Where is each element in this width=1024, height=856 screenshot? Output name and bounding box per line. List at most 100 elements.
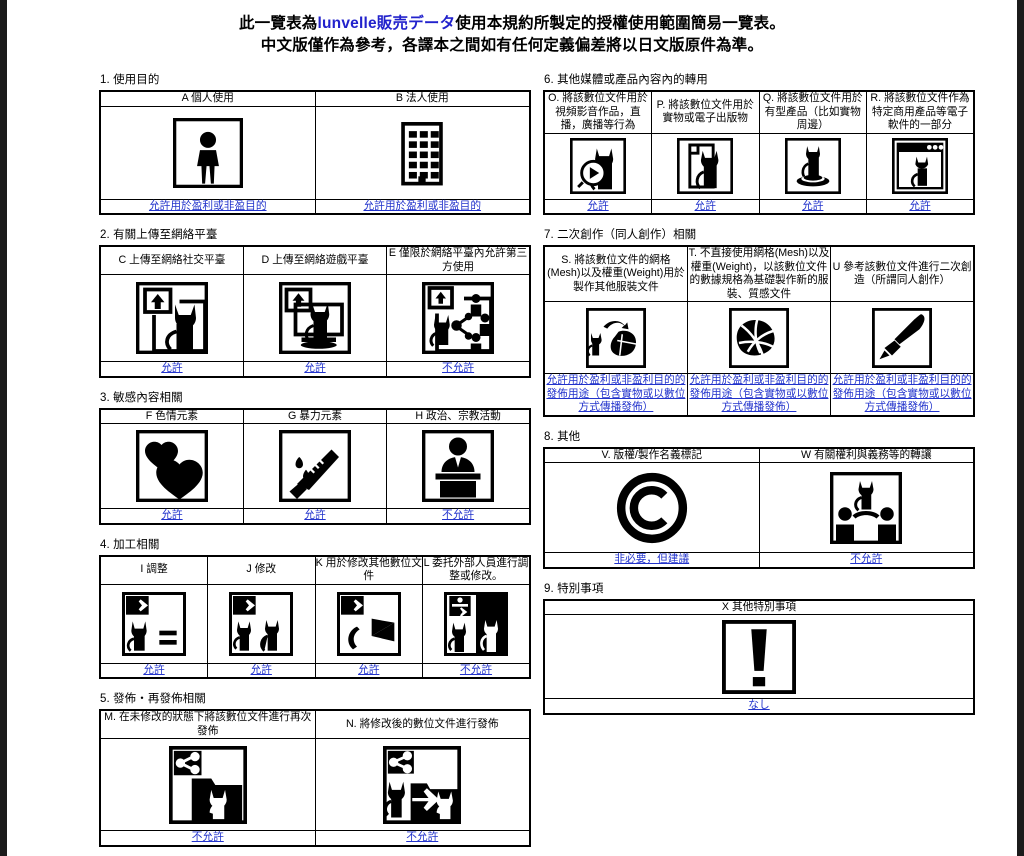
- column-header: X 其他特別事項: [543, 599, 975, 615]
- title-line-1: 此一覽表為lunvelle販売データ使用本規約所製定的授權使用範圍簡易一覽表。: [7, 13, 1017, 35]
- title-prefix: 此一覽表為: [238, 15, 318, 32]
- permission-table: S. 將該數位文件的網格(Mesh)以及權重(Weight)用於製作其他服裝文件…: [543, 245, 975, 417]
- arrow-cat-tail-icon: [316, 591, 423, 656]
- section-s6: 6. 其他媒體或產品內容內的轉用 O. 將該數位文件用於視頻影音作品，直播，廣播等…: [543, 71, 975, 215]
- cloth-icon: [688, 307, 830, 368]
- permission-table: X 其他特別事項なし: [543, 598, 975, 715]
- permission-value[interactable]: 允許: [543, 198, 652, 215]
- icon-cell: [543, 301, 688, 374]
- permission-value[interactable]: 允許: [314, 662, 423, 679]
- column-header: U 參考該數位文件進行二次創造（所謂同人創作）: [830, 245, 975, 302]
- permission-value[interactable]: 允許: [758, 198, 867, 215]
- icon-cell: [314, 105, 531, 200]
- section-title: 4. 加工相關: [100, 538, 160, 551]
- copyright-icon: [545, 471, 759, 545]
- knife-blood-icon: [244, 430, 386, 502]
- icon-row: [543, 614, 975, 699]
- permission-value[interactable]: 允許: [866, 198, 975, 215]
- icon-cell: [422, 583, 531, 664]
- section-s7: 7. 二次創作（同人創作）相關 S. 將該數位文件的網格(Mesh)以及權重(We…: [543, 226, 975, 417]
- icon-row: [543, 132, 975, 200]
- permission-value[interactable]: 允許用於盈利或非盈利目的的發佈用途（包含實物或以數位方式傳播發佈）: [686, 373, 832, 416]
- icon-cell: [242, 423, 388, 509]
- column-header: A 個人使用: [99, 90, 316, 107]
- icon-cell: [758, 132, 867, 200]
- share-folder-cat-icon: [101, 745, 315, 824]
- icon-row: [99, 583, 531, 664]
- column-header: C 上傳至網絡社交平臺: [99, 245, 244, 275]
- permission-value[interactable]: 不允許: [99, 830, 316, 846]
- title-line-2: 中文版僅作為參考，各譯本之間如有任何定義偏差將以日文版原件為準。: [260, 37, 764, 54]
- permission-row: 允許允許不允許: [99, 508, 531, 524]
- permission-value[interactable]: 允許: [99, 508, 244, 524]
- permission-value[interactable]: 不允許: [314, 830, 531, 846]
- column-header: K 用於修改其他數位文件: [314, 555, 423, 585]
- cat-app-window-icon: [867, 138, 973, 194]
- permission-value[interactable]: 允許用於盈利或非盈利目的的發佈用途（包含實物或以數位方式傳播發佈）: [830, 373, 975, 416]
- permission-row: 允許允許允許不允許: [99, 662, 531, 679]
- cat-document-icon: [652, 138, 759, 194]
- permission-value[interactable]: 允許: [99, 361, 244, 377]
- permission-value[interactable]: 不允許: [386, 361, 531, 377]
- permission-value[interactable]: 不允許: [422, 662, 531, 679]
- arrow-cat-equals-icon: [101, 591, 207, 656]
- column-header: H 政治、宗教活動: [386, 408, 531, 424]
- permission-value[interactable]: 允許: [651, 198, 760, 215]
- right-column: 6. 其他媒體或產品內容內的轉用 O. 將該數位文件用於視頻影音作品，直播，廣播等…: [543, 71, 975, 856]
- section-title: 7. 二次創作（同人創作）相關: [544, 229, 697, 241]
- cat-play-video-icon: [545, 138, 651, 194]
- permission-value[interactable]: なし: [543, 698, 975, 714]
- arrow-two-persons-cats-icon: [423, 591, 529, 656]
- icon-cell: [866, 132, 975, 200]
- header-row: S. 將該數位文件的網格(Mesh)以及權重(Weight)用於製作其他服裝文件…: [543, 245, 975, 302]
- permission-value[interactable]: 允許用於盈利或非盈目的: [99, 198, 316, 215]
- cat-to-cloth-icon: [545, 307, 687, 368]
- icon-cell: [543, 132, 652, 200]
- permission-value[interactable]: 不允許: [758, 552, 975, 568]
- icon-cell: [99, 423, 244, 509]
- arrow-cat-two-cats-icon: [208, 591, 315, 656]
- icon-row: [99, 274, 531, 362]
- hearts-icon: [101, 430, 243, 502]
- document-page: 此一覽表為lunvelle販売データ使用本規約所製定的授權使用範圍簡易一覽表。 …: [7, 0, 1017, 856]
- icon-cell: [686, 301, 832, 374]
- column-header: W 有關權利與義務等的轉讓: [758, 447, 975, 463]
- column-header: G 暴力元素: [242, 408, 388, 424]
- column-header: E 僅限於網絡平臺內允許第三方使用: [386, 245, 531, 275]
- icon-cell: [543, 462, 760, 553]
- permission-value[interactable]: 允許: [99, 662, 208, 679]
- permission-value[interactable]: 允許用於盈利或非盈目的: [314, 198, 531, 215]
- icon-cell: [99, 105, 316, 200]
- column-header: M. 在未修改的狀態下將該數位文件進行再次發佈: [99, 709, 316, 739]
- column-header: N. 將修改後的數位文件進行發佈: [314, 709, 531, 739]
- icon-row: [99, 105, 531, 200]
- permission-row: 不允許不允許: [99, 830, 531, 846]
- icon-cell: [99, 274, 244, 362]
- cat-transfer-people-icon: [760, 471, 974, 544]
- section-title: 8. 其他: [544, 430, 581, 443]
- permission-value[interactable]: 允許: [242, 361, 388, 377]
- column-header: D 上傳至網絡遊戲平臺: [242, 245, 388, 275]
- upload-cat-monitor-icon: [244, 282, 386, 354]
- permission-row: 允許用於盈利或非盈目的允許用於盈利或非盈目的: [99, 198, 531, 215]
- section-title: 6. 其他媒體或產品內容內的轉用: [544, 74, 708, 86]
- permission-value[interactable]: 允許用於盈利或非盈利目的的發佈用途（包含實物或以數位方式傳播發佈）: [543, 373, 688, 416]
- brand-name: lunvelle販売データ: [317, 15, 456, 32]
- section-title: 3. 敏感內容相關: [100, 391, 183, 404]
- header-row: X 其他特別事項: [543, 599, 975, 615]
- permission-value[interactable]: 允許: [242, 508, 388, 524]
- upload-cat-icon: [101, 282, 243, 354]
- permission-value[interactable]: 非必要，但建議: [543, 552, 760, 568]
- permission-value[interactable]: 不允許: [386, 508, 531, 524]
- column-header: S. 將該數位文件的網格(Mesh)以及權重(Weight)用於製作其他服裝文件: [543, 245, 688, 302]
- icon-cell: [314, 738, 531, 831]
- icon-row: [99, 423, 531, 509]
- permission-value[interactable]: 允許: [207, 662, 316, 679]
